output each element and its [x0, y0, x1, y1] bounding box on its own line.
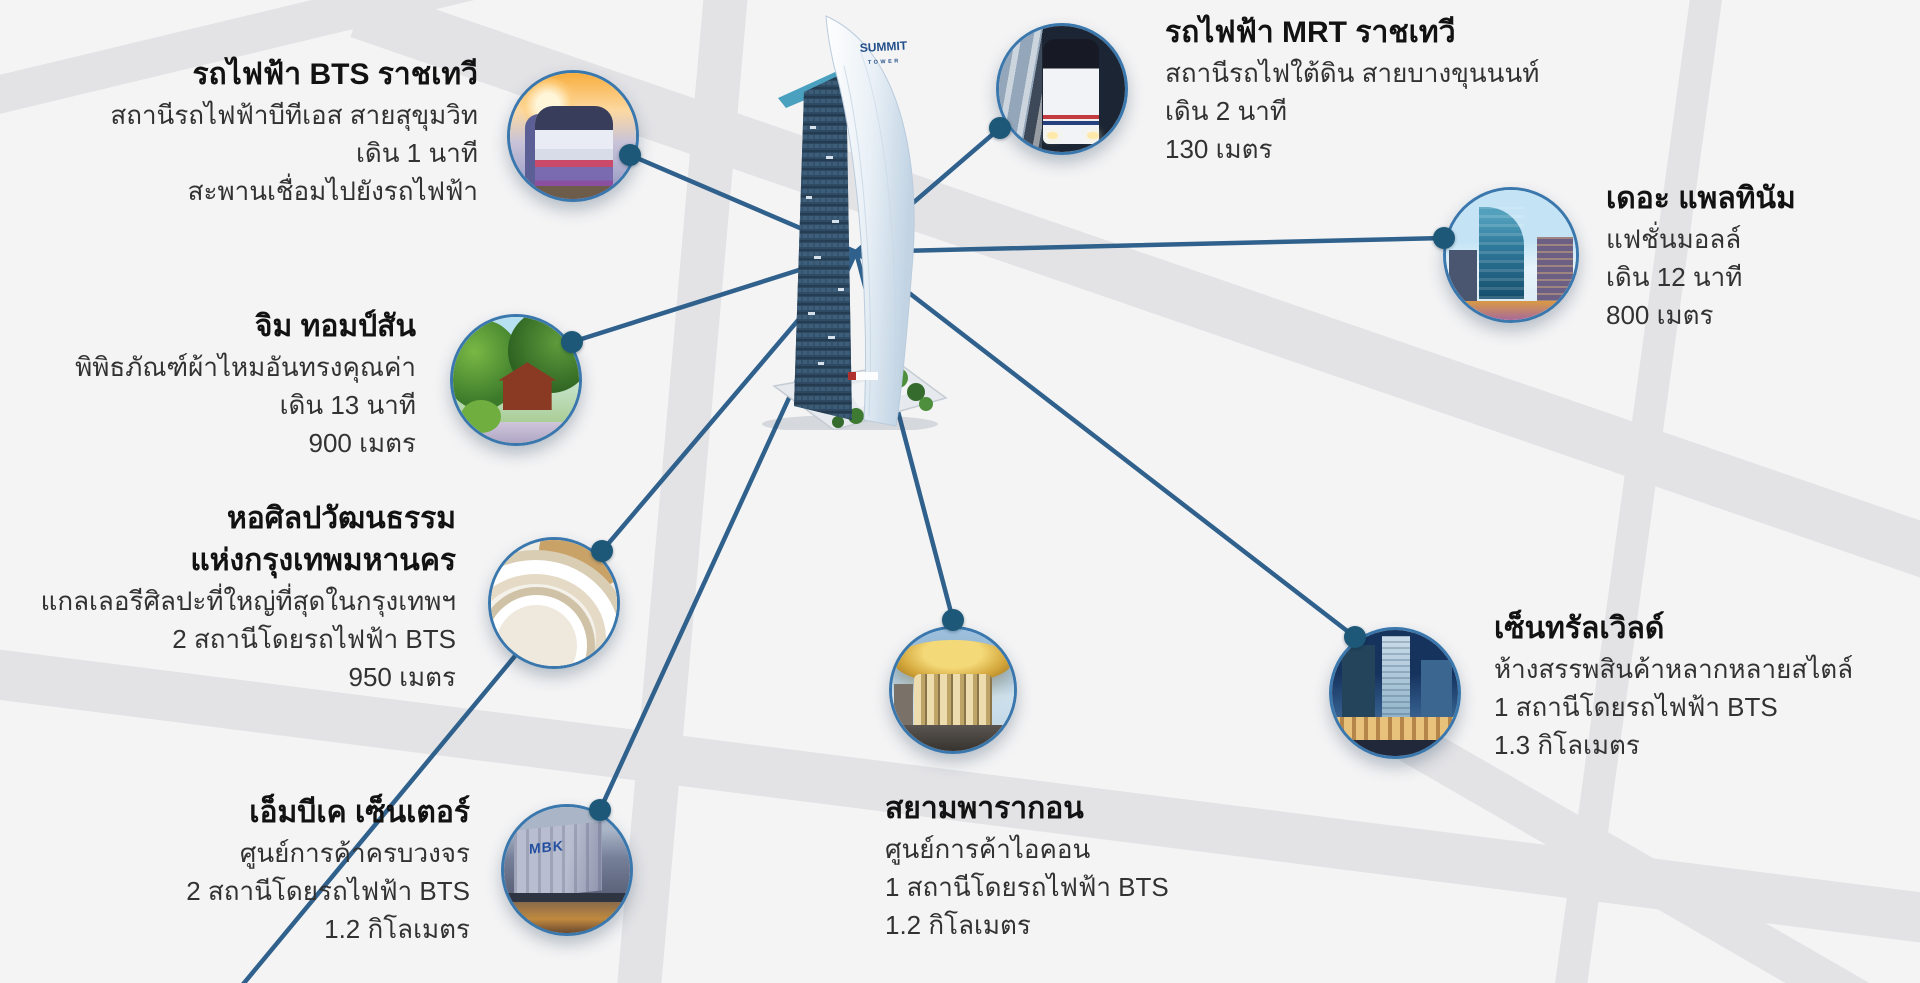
bacc-atrium-photo: [491, 540, 617, 666]
connector-dot-jim-thompson: [561, 331, 583, 353]
label-siam-paragon: สยามพารากอน ศูนย์การค้าไอคอน 1 สถานีโดยร…: [885, 788, 1305, 944]
photo-pin-centralworld: [1329, 627, 1461, 759]
location-line: 900 เมตร: [308, 428, 416, 458]
location-line: เดิน 12 นาที: [1606, 262, 1743, 292]
location-line: สะพานเชื่อมไปยังรถไฟฟ้า: [187, 176, 478, 206]
location-line: 1 สถานีโดยรถไฟฟ้า BTS: [1494, 692, 1778, 722]
photo-pin-siam-paragon: [889, 626, 1017, 754]
location-line: ศูนย์การค้าไอคอน: [885, 834, 1091, 864]
location-line: เดิน 13 นาที: [279, 390, 416, 420]
centralworld-photo: [1332, 630, 1458, 756]
photo-pin-jim-thompson: [450, 314, 582, 446]
photo-pin-mrt: [996, 23, 1128, 155]
location-line: พิพิธภัณฑ์ผ้าไหมอันทรงคุณค่า: [75, 352, 416, 382]
photo-pin-bacc: [488, 537, 620, 669]
label-mrt-ratchathewi: รถไฟฟ้า MRT ราชเทวี สถานีรถไฟใต้ดิน สายบ…: [1165, 12, 1605, 168]
location-title: สยามพารากอน: [885, 792, 1084, 825]
photo-pin-platinum: [1443, 187, 1579, 323]
label-bacc: หอศิลปวัฒนธรรม แห่งกรุงเทพมหานคร แกลเลอร…: [16, 498, 456, 696]
photo-pin-mbk: MBK: [501, 804, 633, 936]
location-line: เดิน 1 นาที: [356, 138, 478, 168]
photo-pin-bts: [507, 70, 639, 202]
location-line: 130 เมตร: [1165, 134, 1273, 164]
location-line: 2 สถานีโดยรถไฟฟ้า BTS: [186, 876, 470, 906]
jim-thompson-house-photo: [453, 317, 579, 443]
location-line: ห้างสรรพสินค้าหลากหลายสไตล์: [1494, 654, 1854, 684]
connector-dot-siam-paragon: [942, 609, 964, 631]
location-title: จิม ทอมป์สัน: [254, 310, 416, 343]
connector-dot-platinum: [1433, 227, 1455, 249]
connector-dot-mbk: [589, 799, 611, 821]
connector-dot-mrt: [989, 117, 1011, 139]
location-line: 800 เมตร: [1606, 300, 1714, 330]
location-line: ศูนย์การค้าครบวงจร: [239, 838, 470, 868]
label-centralworld: เซ็นทรัลเวิลด์ ห้างสรรพสินค้าหลากหลายสไต…: [1494, 608, 1914, 764]
mbk-logo-text: MBK: [529, 836, 565, 857]
location-line: แกลเลอรีศิลปะที่ใหญ่ที่สุดในกรุงเทพฯ: [40, 586, 456, 616]
location-title: หอศิลปวัฒนธรรม: [226, 502, 456, 535]
connector-dot-bts: [619, 144, 641, 166]
location-line: 1.2 กิโลเมตร: [885, 910, 1031, 940]
connector-dot-centralworld: [1344, 626, 1366, 648]
location-title: เซ็นทรัลเวิลด์: [1494, 612, 1665, 645]
location-line: 2 สถานีโดยรถไฟฟ้า BTS: [172, 624, 456, 654]
location-title-line2: แห่งกรุงเทพมหานคร: [190, 544, 456, 577]
connector-dot-bacc: [591, 540, 613, 562]
mbk-center-photo: MBK: [504, 807, 630, 933]
building-sign-summit: SUMMIT: [859, 39, 908, 55]
location-line: 1.2 กิโลเมตร: [324, 914, 470, 944]
location-title: รถไฟฟ้า BTS ราชเทวี: [192, 58, 478, 91]
building-sign-tower: TOWER: [868, 58, 901, 66]
location-title: เอ็มบีเค เซ็นเตอร์: [249, 796, 470, 829]
label-mbk-center: เอ็มบีเค เซ็นเตอร์ ศูนย์การค้าครบวงจร 2 …: [50, 792, 470, 948]
location-title: รถไฟฟ้า MRT ราชเทวี: [1165, 16, 1456, 49]
bts-train-photo: [510, 73, 636, 199]
platinum-mall-photo: [1446, 190, 1576, 320]
location-line: 1 สถานีโดยรถไฟฟ้า BTS: [885, 872, 1169, 902]
location-line: สถานีรถไฟใต้ดิน สายบางขุนนนท์: [1165, 58, 1540, 88]
location-line: สถานีรถไฟฟ้าบีทีเอส สายสุขุมวิท: [110, 100, 478, 130]
label-bts-ratchathewi: รถไฟฟ้า BTS ราชเทวี สถานีรถไฟฟ้าบีทีเอส …: [58, 54, 478, 210]
label-the-platinum: เดอะ แพลทินัม แฟชั่นมอลล์ เดิน 12 นาที 8…: [1606, 178, 1906, 334]
label-jim-thompson: จิม ทอมป์สัน พิพิธภัณฑ์ผ้าไหมอันทรงคุณค่…: [0, 306, 416, 462]
location-line: เดิน 2 นาที: [1165, 96, 1287, 126]
location-line: 950 เมตร: [348, 662, 456, 692]
summit-tower-building: SUMMIT TOWER: [762, 15, 948, 430]
mrt-train-photo: [999, 26, 1125, 152]
location-line: แฟชั่นมอลล์: [1606, 224, 1742, 254]
location-title: เดอะ แพลทินัม: [1606, 182, 1796, 215]
siam-paragon-photo: [892, 629, 1014, 751]
location-line: 1.3 กิโลเมตร: [1494, 730, 1640, 760]
